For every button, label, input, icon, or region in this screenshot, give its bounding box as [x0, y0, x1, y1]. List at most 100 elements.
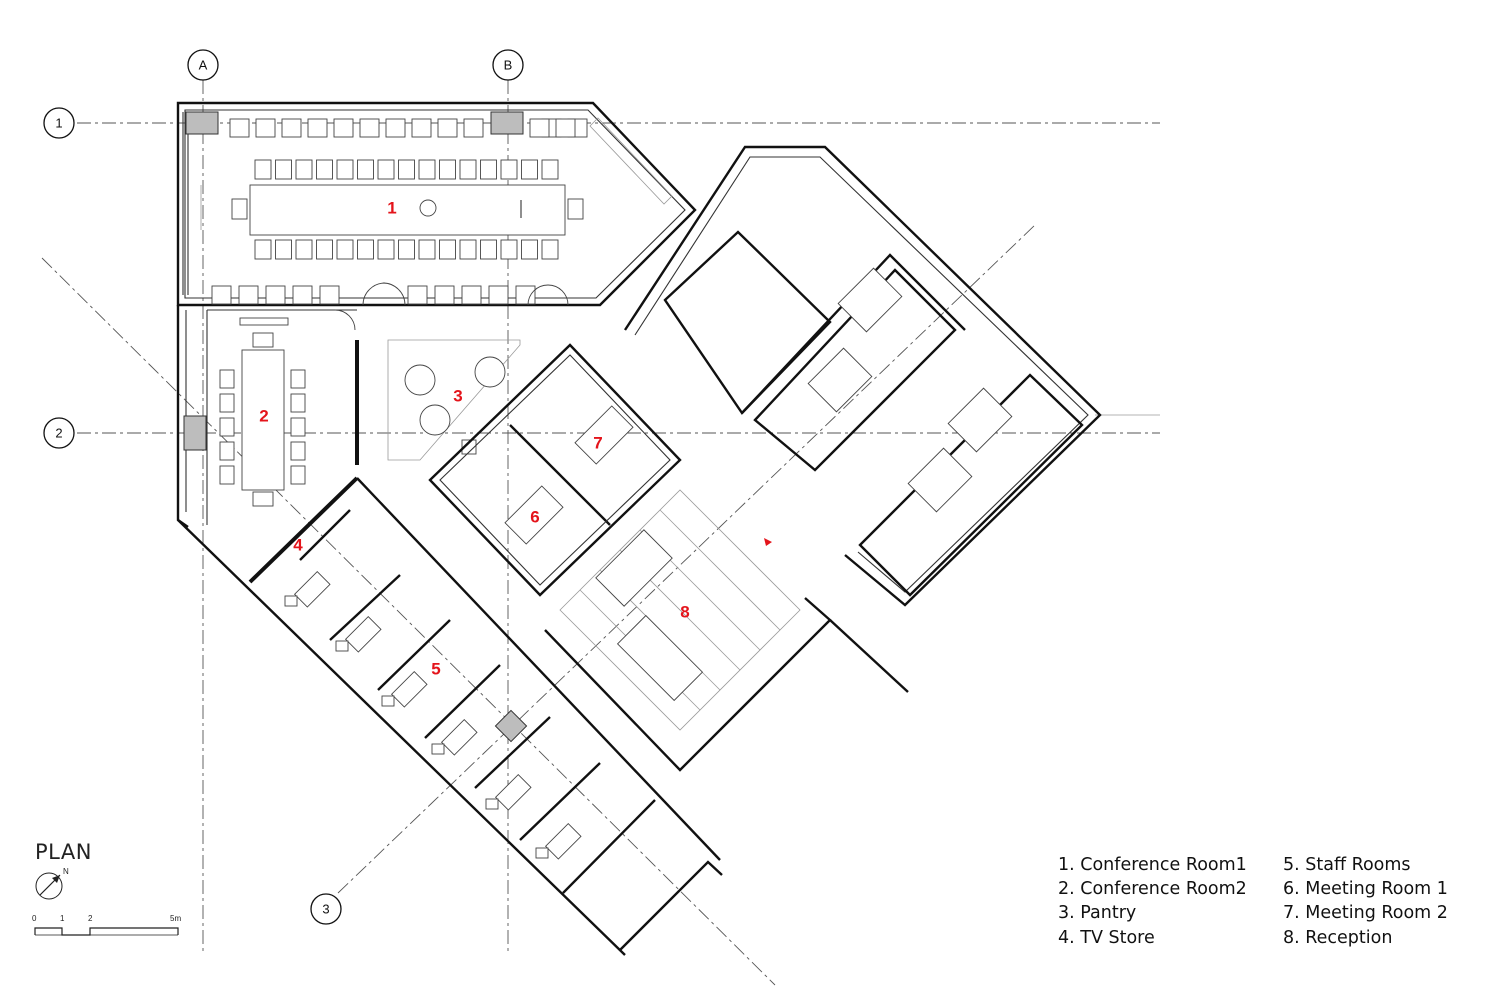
- east-room-bed: [807, 347, 873, 413]
- plan-title: PLAN: [35, 840, 92, 864]
- chair: [316, 239, 333, 260]
- east-room-bed: [947, 387, 1013, 453]
- grid-lines: [41, 80, 1160, 986]
- chair: [459, 239, 477, 260]
- chair: [238, 285, 259, 305]
- chair: [398, 159, 415, 180]
- chair: [254, 159, 272, 180]
- svg-text:1: 1: [55, 116, 62, 131]
- legend-column-1: 1. Conference Room1 2. Conference Room2 …: [1058, 853, 1247, 950]
- reception-floor-grid: [659, 509, 781, 631]
- chair: [357, 159, 374, 180]
- chair: [359, 118, 380, 138]
- chair: [461, 285, 482, 305]
- conference-room-1: [176, 101, 697, 307]
- meeting-table-7: [574, 405, 634, 465]
- pantry: [387, 339, 521, 461]
- chair: [219, 393, 235, 413]
- staff-desk: [494, 773, 532, 811]
- chair: [500, 239, 518, 260]
- staff-chair: [284, 595, 298, 607]
- chair: [290, 465, 306, 485]
- chair: [418, 239, 436, 260]
- chair: [463, 118, 484, 138]
- grid-bubble-b: B: [492, 49, 524, 81]
- chair: [418, 159, 436, 180]
- chair: [275, 239, 292, 260]
- chair: [541, 239, 559, 260]
- chair: [219, 441, 235, 461]
- legend-item-8: 8. Reception: [1283, 927, 1393, 948]
- staff-chair: [535, 847, 549, 859]
- chair: [290, 369, 306, 389]
- scale-tick-0: 0: [32, 914, 37, 923]
- chair: [500, 159, 518, 180]
- scale-tick-5m: 5m: [170, 914, 181, 923]
- staff-desk: [544, 822, 582, 860]
- chair: [211, 285, 232, 305]
- scale-bar-icon: 0 1 2 5m: [32, 914, 181, 936]
- chair: [295, 159, 313, 180]
- chair: [219, 417, 235, 437]
- grid-bubbles: A B 1 2 3: [43, 49, 524, 925]
- staff-room-partition: [299, 509, 351, 561]
- chair: [229, 118, 250, 138]
- chair: [521, 159, 538, 180]
- legend-column-2: 5. Staff Rooms 6. Meeting Room 1 7. Meet…: [1283, 853, 1448, 950]
- svg-text:B: B: [504, 58, 513, 73]
- room-number-6: 6: [530, 508, 539, 527]
- room-number-7: 7: [593, 434, 602, 453]
- chair: [439, 239, 456, 260]
- staff-desk: [440, 718, 478, 756]
- staff-room-partition: [519, 762, 601, 841]
- room-number-8: 8: [680, 603, 689, 622]
- chair: [265, 285, 286, 305]
- staff-room-partition: [474, 716, 551, 789]
- svg-text:A: A: [199, 58, 208, 73]
- chair: [316, 159, 333, 180]
- conference-room-2: [176, 305, 359, 528]
- chair: [541, 159, 559, 180]
- chair: [319, 285, 340, 305]
- legend-item-2: 2. Conference Room2: [1058, 879, 1247, 900]
- chair: [275, 159, 292, 180]
- grid-bubble-3: 3: [310, 893, 342, 925]
- scale-tick-1: 1: [60, 914, 65, 923]
- staff-wing: [177, 476, 723, 956]
- room-number-1: 1: [387, 199, 396, 218]
- east-room-bed: [837, 267, 903, 333]
- chair: [480, 159, 497, 180]
- grid-line-diagonal-rising: [337, 224, 1036, 894]
- chair: [255, 118, 276, 138]
- staff-chair: [381, 695, 395, 707]
- scale-tick-2: 2: [88, 914, 93, 923]
- chair: [292, 285, 313, 305]
- chair: [336, 239, 354, 260]
- chair: [407, 285, 428, 305]
- meeting-table-6: [504, 485, 564, 545]
- grid-bubble-2: 2: [43, 417, 75, 449]
- chair: [434, 285, 455, 305]
- legend-item-1: 1. Conference Room1: [1058, 855, 1247, 875]
- chair: [219, 369, 235, 389]
- chair: [377, 239, 395, 260]
- room-number-5: 5: [431, 660, 440, 679]
- legend-item-5: 5. Staff Rooms: [1283, 855, 1411, 875]
- chair: [281, 118, 302, 138]
- pantry-table: [474, 356, 506, 388]
- staff-desk: [344, 615, 382, 653]
- chair: [333, 118, 354, 138]
- north-arrow-icon: N: [35, 867, 69, 900]
- room-number-2: 2: [259, 407, 268, 426]
- chair: [219, 465, 235, 485]
- chair: [385, 118, 406, 138]
- chair: [555, 118, 576, 138]
- chair: [480, 239, 497, 260]
- grid-line-diagonal-3: [41, 257, 776, 986]
- staff-chair: [335, 640, 349, 652]
- chair: [295, 239, 313, 260]
- pantry-table: [419, 404, 451, 436]
- staff-desk: [390, 670, 428, 708]
- chair: [515, 285, 536, 305]
